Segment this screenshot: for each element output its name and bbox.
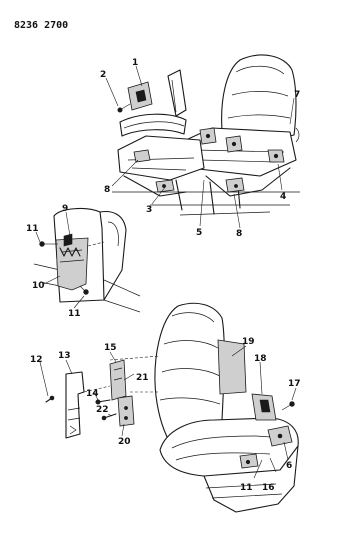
callout-13: 13: [58, 351, 71, 361]
callout-labels: 1 2 7 8 3 5 8 4 9 11 10 11 12 13 15 21 1…: [26, 58, 301, 493]
callout-12: 12: [30, 355, 43, 365]
callout-18: 18: [254, 354, 267, 364]
callout-7: 7: [294, 90, 300, 100]
callout-6: 6: [286, 461, 292, 471]
bottom-seat-assembly: [109, 302, 299, 513]
callout-11-mid-bottom: 11: [68, 309, 81, 319]
mid-leader-lines: [35, 211, 85, 309]
callout-1: 1: [132, 58, 138, 68]
callout-9: 9: [62, 204, 68, 214]
callout-14: 14: [86, 389, 99, 399]
mid-seatback-assembly: [33, 207, 141, 313]
callout-11-mid-top: 11: [26, 224, 39, 234]
callout-5: 5: [196, 228, 202, 238]
callout-16: 16: [262, 483, 275, 493]
bottom-left-parts: [45, 359, 135, 439]
callout-20: 20: [118, 437, 131, 447]
callout-22: 22: [96, 405, 109, 415]
top-seat-assembly: [112, 54, 300, 216]
callout-10: 10: [32, 281, 45, 291]
callout-2: 2: [100, 70, 106, 80]
callout-19: 19: [242, 337, 255, 347]
callout-3: 3: [146, 205, 152, 215]
document-number: 8236 2700: [14, 20, 68, 31]
callout-8-right: 8: [236, 229, 242, 239]
callout-11-bottom: 11: [240, 483, 253, 493]
callout-8-left: 8: [104, 185, 110, 195]
bottom-leader-lines: [39, 345, 297, 479]
callout-17: 17: [288, 379, 301, 389]
callout-15: 15: [104, 343, 117, 353]
top-leader-lines: [105, 65, 295, 229]
callout-4: 4: [280, 192, 286, 202]
callout-21: 21: [136, 373, 149, 383]
